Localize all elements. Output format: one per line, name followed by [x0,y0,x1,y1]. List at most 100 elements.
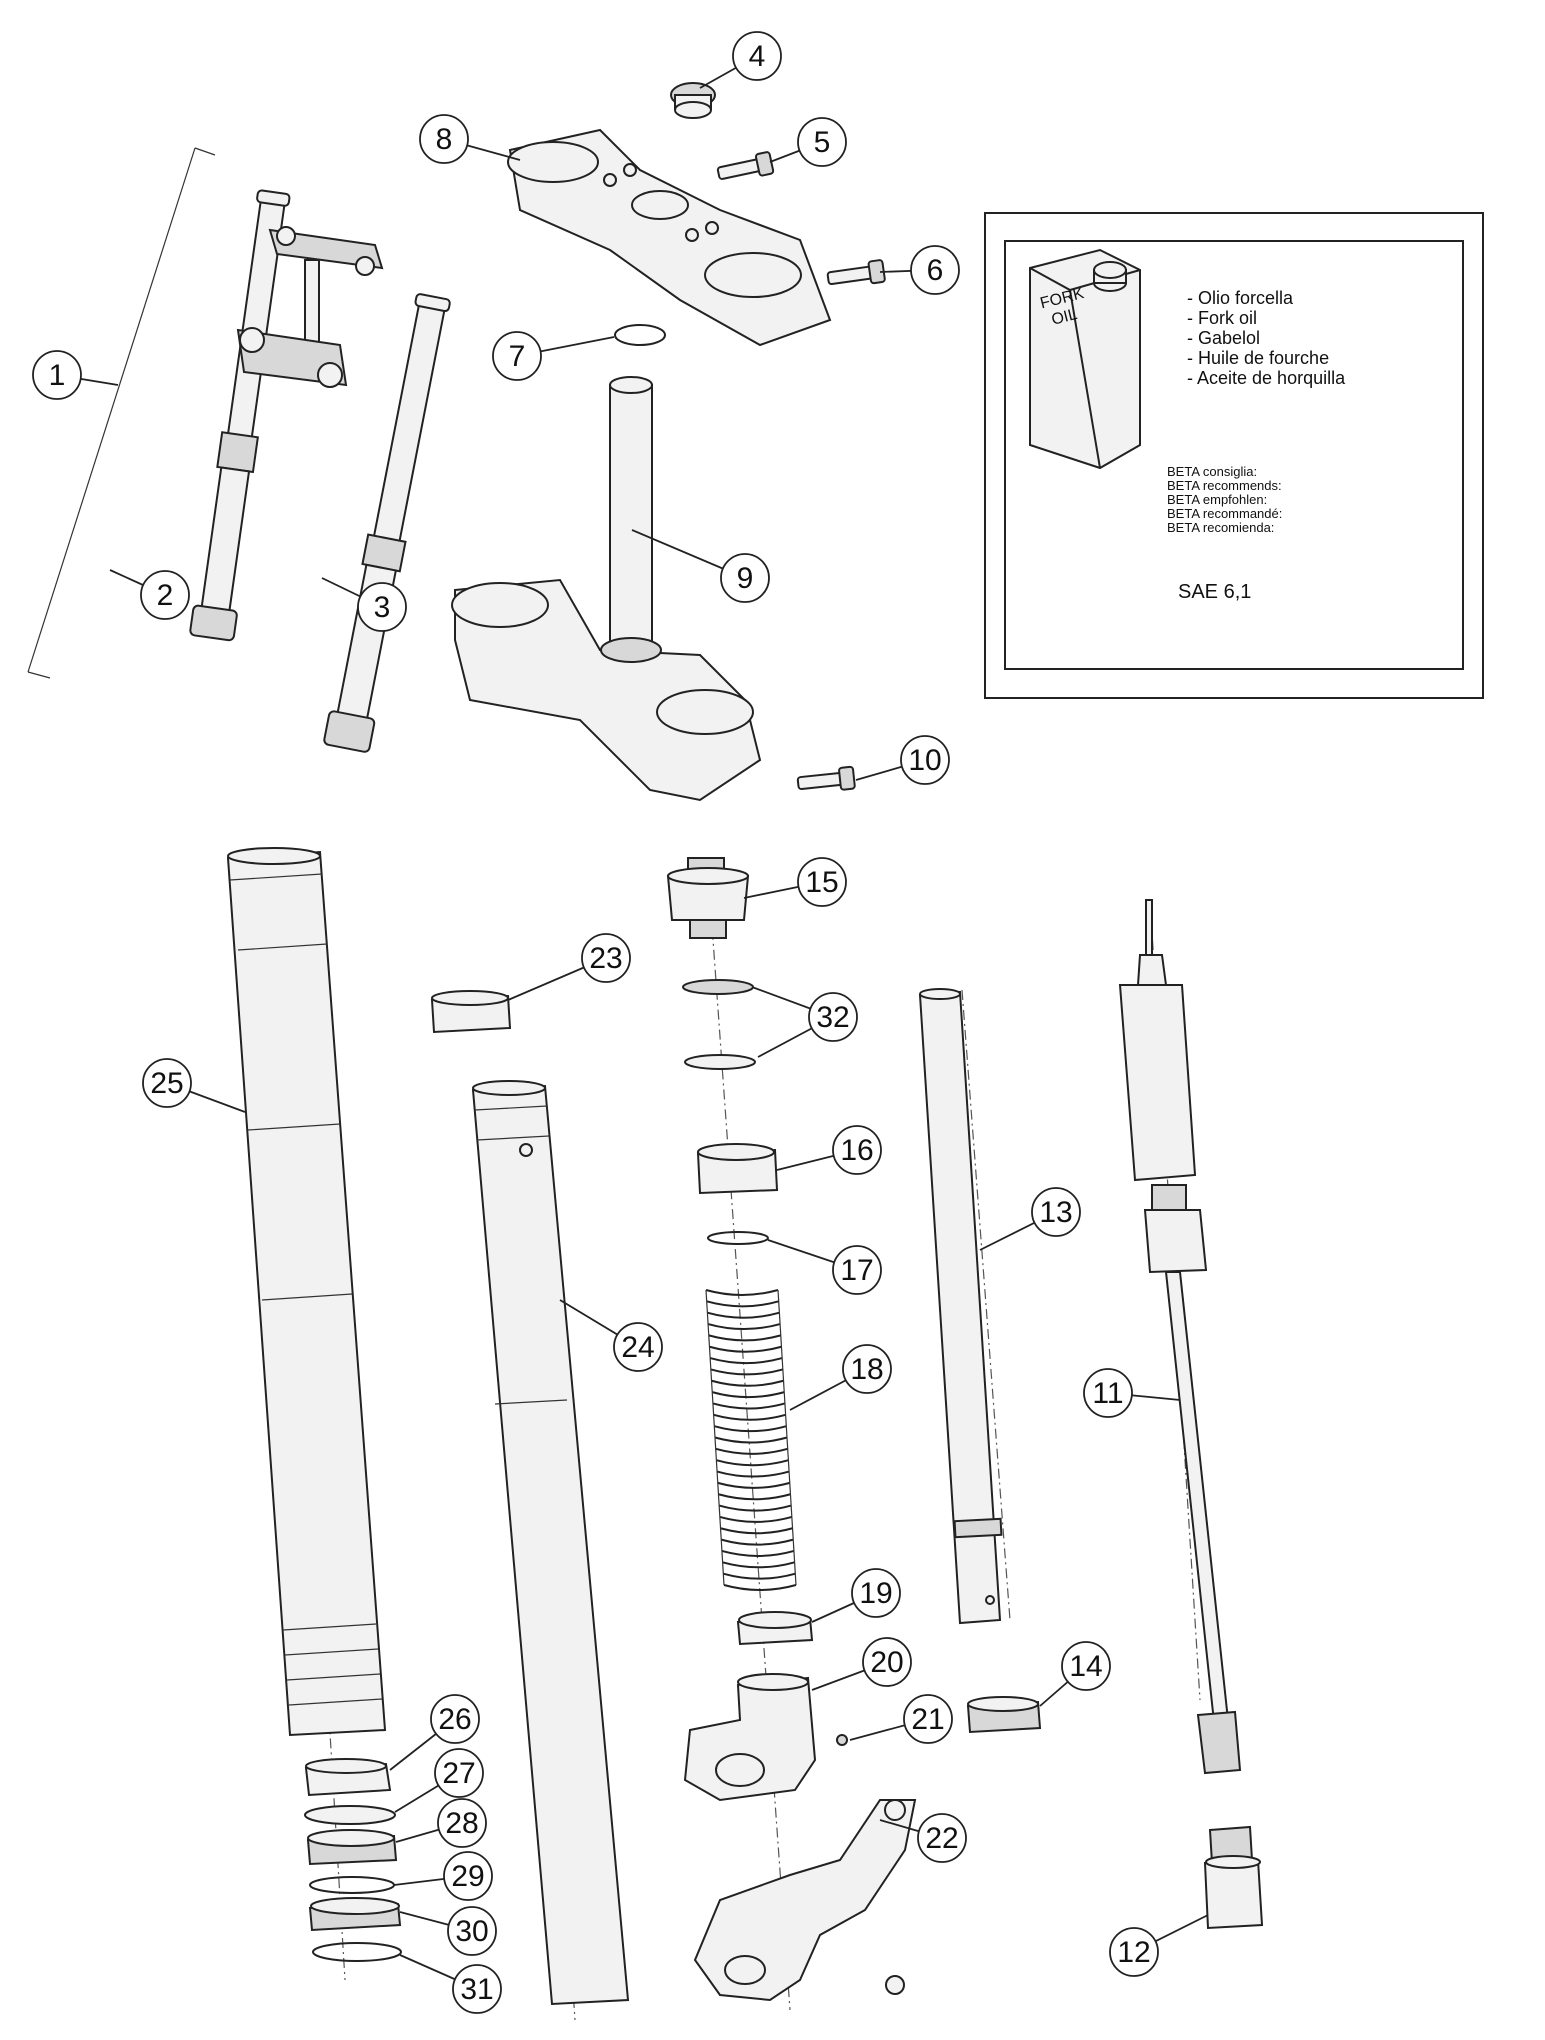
callout-bubble [910,245,960,295]
rec-en: BETA recommends: [1167,478,1282,493]
callout-label: 18 [850,1353,883,1386]
callout-bubble [447,1906,497,1956]
callout-bubble [581,933,631,983]
screw-21 [836,1734,848,1746]
name-fr: - Huile de fourche [1187,348,1329,368]
callout-bubble [797,857,847,907]
callout-label: 17 [840,1254,873,1287]
o-ring-7 [614,324,666,346]
callout-label: 20 [870,1646,903,1679]
callout-bubble [903,1694,953,1744]
callout-bubble [808,992,858,1042]
bolt-10 [796,765,856,791]
bolt-5 [716,151,775,180]
callout-label: 32 [816,1001,849,1034]
name-es: - Aceite de horquilla [1187,368,1346,388]
oil-names: - Olio forcella - Fork oil - Gabelol - H… [1187,288,1346,388]
callout-bubble [862,1637,912,1687]
steering-stem-lower-clamp-9 [451,376,762,802]
callout-label: 12 [1117,1936,1150,1969]
callout-bubble [917,1813,967,1863]
clip-29 [309,1876,395,1894]
callout-bubble [832,1245,882,1295]
callout-label: 30 [455,1915,488,1948]
spring-18 [705,1289,797,1591]
callout-bubble [1061,1641,1111,1691]
callout-label: 9 [737,562,754,595]
fork-oil-legend: FORK OIL - Olio forcella - Fork oil - Ga… [984,212,1484,699]
callout-label: 8 [436,123,453,156]
caliper-mount-22 [693,1799,917,2002]
callout-bubble [434,1748,484,1798]
callout-bubble [32,350,82,400]
callout-label: 15 [805,866,838,899]
callout-label: 5 [814,126,831,159]
callout-label: 21 [911,1703,944,1736]
axle-foot-20 [683,1673,817,1802]
callout-bubble [1109,1927,1159,1977]
bolt-6 [826,259,886,286]
callout-label: 19 [859,1577,892,1610]
callout-bubble [140,570,190,620]
callout-label: 7 [509,340,526,373]
callout-label: 6 [927,254,944,287]
seal-28 [306,1829,398,1866]
callout-bubble [492,331,542,381]
callout-bubble [613,1322,663,1372]
callout-bubble [832,1125,882,1175]
callout-bubble [720,553,770,603]
top-cap-15 [666,857,750,939]
callout-bubble [1083,1368,1133,1418]
callout-label: 10 [908,744,941,777]
name-en: - Fork oil [1187,308,1257,328]
callout-label: 1 [49,359,66,392]
outer-tube-25 [226,847,387,1737]
spacer-16 [696,1143,779,1195]
callout-label: 2 [157,579,174,612]
ring-31 [312,1942,402,1962]
callout-label: 22 [925,1822,958,1855]
triple-clamp-overview [236,226,384,388]
callout-bubble [452,1964,502,2014]
seal-14 [966,1696,1042,1734]
rec-it: BETA consiglia: [1167,464,1257,479]
damper-tube-13 [918,988,1003,1625]
fork-leg-right [323,293,451,753]
callout-label: 28 [445,1807,478,1840]
valve-12 [1203,1825,1264,1930]
can-label-line2: OIL [1050,306,1079,329]
recommendations: BETA consiglia: BETA recommends: BETA em… [1167,464,1282,535]
oil-can-icon: FORK OIL [1029,248,1141,470]
callout-label: 3 [374,591,391,624]
callout-label: 29 [451,1860,484,1893]
cartridge-11 [1118,899,1242,1775]
callout-label: 11 [1092,1377,1123,1410]
fork-assembly-overview [27,147,451,753]
callout-label: 27 [442,1757,475,1790]
dust-seal-30 [308,1897,402,1932]
callout-bubble [437,1798,487,1848]
callout-label: 26 [438,1703,471,1736]
callout-bubble [732,31,782,81]
callout-bubble [430,1694,480,1744]
name-de: - Gabelol [1187,328,1260,348]
washer-32a [682,979,754,995]
callout-bubble [419,114,469,164]
callout-bubble [142,1058,192,1108]
callout-label: 14 [1069,1650,1102,1683]
callout-label: 16 [840,1134,873,1167]
fork-leg-left [189,189,291,642]
callout-label: 4 [749,40,766,73]
bushing-26 [304,1758,392,1797]
washer-32b [684,1054,756,1070]
callout-label: 25 [150,1067,183,1100]
nut-4 [670,82,716,119]
callout-bubble [851,1568,901,1618]
callout-bubble [900,735,950,785]
inner-tube-24 [471,1080,630,2006]
upper-triple-clamp-8 [507,128,832,347]
bushing-23 [430,990,512,1034]
callout-bubble [443,1851,493,1901]
callout-bubble [357,582,407,632]
